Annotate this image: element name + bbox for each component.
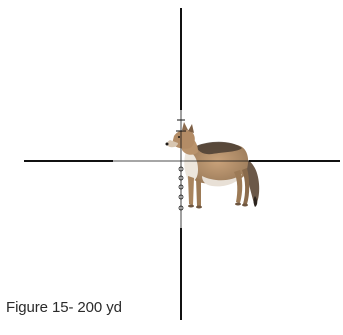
range-dot xyxy=(178,166,184,172)
reticle xyxy=(24,8,340,320)
coyote-icon xyxy=(165,122,260,209)
range-dot xyxy=(178,194,184,200)
range-dot xyxy=(178,205,184,211)
range-dot xyxy=(178,175,184,181)
range-dot xyxy=(178,184,184,190)
figure-caption: Figure 15- 200 yd xyxy=(6,299,122,316)
